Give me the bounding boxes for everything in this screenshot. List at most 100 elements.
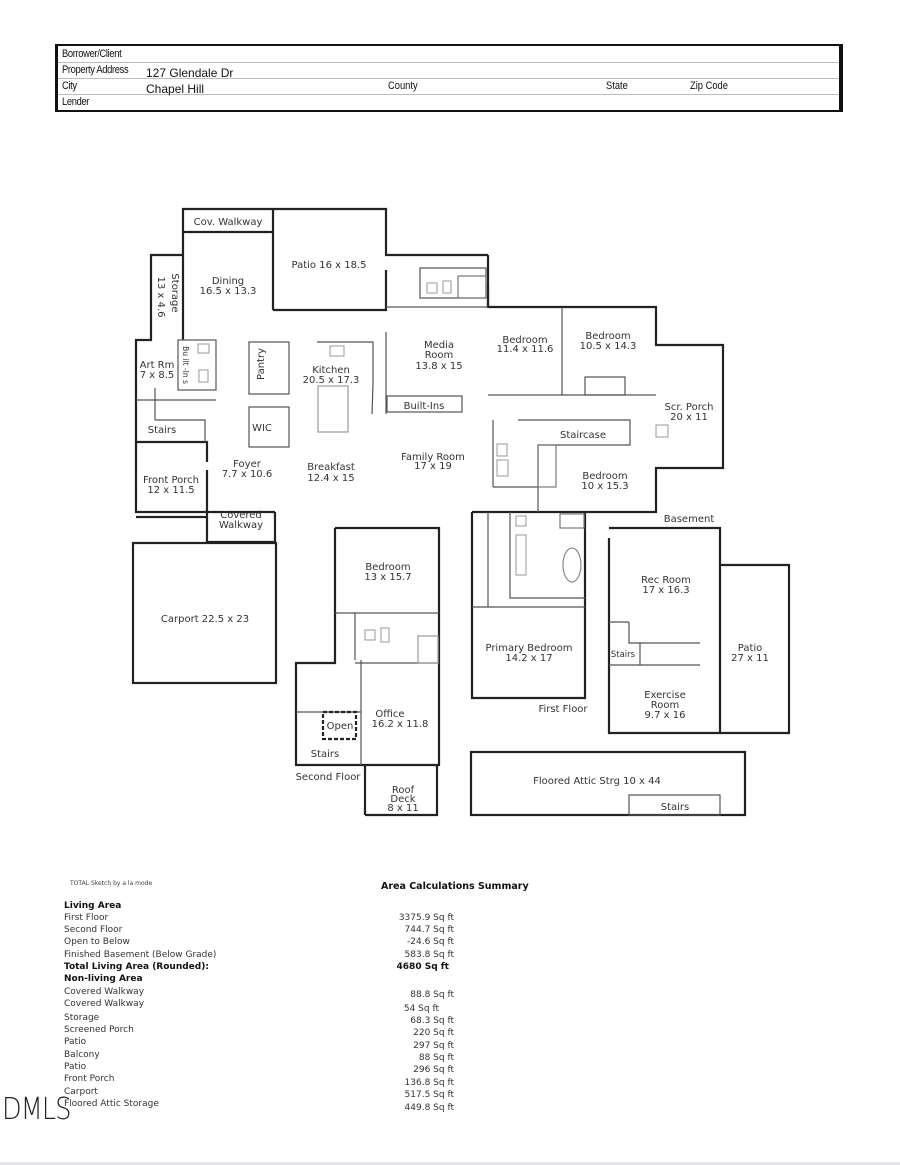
svg-text:12 x 11.5: 12 x 11.5 <box>147 485 194 496</box>
summary-row: Patio 297 Sq ft <box>64 1037 454 1051</box>
toilet-icon <box>380 627 390 643</box>
toilet-icon <box>198 369 209 383</box>
svg-text:Stairs: Stairs <box>311 749 340 760</box>
svg-text:12.4 x 15: 12.4 x 15 <box>307 473 354 484</box>
svg-text:Built-Ins: Built-Ins <box>404 401 445 412</box>
svg-text:Office: Office <box>375 709 404 720</box>
svg-text:WIC: WIC <box>252 423 272 434</box>
summary-row: First Floor 3375.9 Sq ft <box>64 913 454 923</box>
sink-icon <box>496 459 509 477</box>
svg-text:Exercise: Exercise <box>644 690 686 701</box>
kitchen-sink-icon <box>329 345 345 357</box>
svg-text:Media: Media <box>424 340 454 351</box>
svg-text:Breakfast: Breakfast <box>307 462 355 473</box>
svg-text:Storage: Storage <box>169 273 180 312</box>
zip-label: Zip Code <box>690 80 728 92</box>
svg-text:8 x 11: 8 x 11 <box>387 803 418 814</box>
svg-text:11.4 x 11.6: 11.4 x 11.6 <box>497 344 554 355</box>
svg-text:Rec Room: Rec Room <box>641 575 691 586</box>
borrower-label: Borrower/Client <box>62 48 122 60</box>
sink-icon <box>197 343 210 354</box>
svg-text:16.5 x 13.3: 16.5 x 13.3 <box>200 286 257 297</box>
city-value: Chapel Hill <box>146 82 205 96</box>
non-living-area-heading: Non-living Area <box>64 974 143 984</box>
summary-row: Front Porch 136.8 Sq ft <box>64 1074 454 1088</box>
toilet-icon <box>496 443 508 457</box>
svg-text:14.2 x 17: 14.2 x 17 <box>505 653 552 664</box>
svg-text:27 x 11: 27 x 11 <box>731 653 769 664</box>
city-row: City Chapel Hill County State Zip Code <box>58 78 839 96</box>
sketch-credit: TOTAL Sketch by a la mode <box>70 880 153 887</box>
svg-text:Bedroom: Bedroom <box>582 471 627 482</box>
svg-text:Cov. Walkway: Cov. Walkway <box>194 217 263 228</box>
svg-text:Bedroom: Bedroom <box>585 331 630 342</box>
svg-text:13 x 4.6: 13 x 4.6 <box>155 277 166 318</box>
svg-text:Bedroom: Bedroom <box>502 335 547 346</box>
page-bottom-edge <box>0 1162 900 1165</box>
sink-icon <box>655 424 669 438</box>
svg-text:17 x 19: 17 x 19 <box>414 461 452 472</box>
svg-text:Patio 16 x 18.5: Patio 16 x 18.5 <box>292 260 367 271</box>
county-label: County <box>388 80 418 92</box>
svg-text:Kitchen: Kitchen <box>312 365 350 376</box>
total-living-area-row: Total Living Area (Rounded): 4680 Sq ft <box>64 962 449 972</box>
living-area-heading: Living Area <box>64 901 122 911</box>
summary-row: Carport 517.5 Sq ft <box>64 1087 454 1100</box>
svg-text:Deck: Deck <box>390 794 415 805</box>
svg-text:First Floor: First Floor <box>538 704 588 715</box>
interior-walls <box>136 267 721 816</box>
svg-text:Scr. Porch: Scr. Porch <box>665 402 714 413</box>
lender-label: Lender <box>62 96 90 108</box>
toilet-icon <box>442 280 452 294</box>
svg-text:Stairs: Stairs <box>661 802 690 813</box>
sink-icon <box>364 629 376 641</box>
summary-row: Patio 296 Sq ft <box>64 1062 454 1075</box>
svg-text:Family Room: Family Room <box>401 452 465 463</box>
summary-row: Open to Below -24.6 Sq ft <box>64 937 454 947</box>
svg-text:Stairs: Stairs <box>611 650 636 660</box>
svg-text:Basement: Basement <box>664 514 715 525</box>
svg-text:Pantry: Pantry <box>256 348 267 380</box>
summary-row: Covered Walkway 54 Sq ft <box>64 999 439 1014</box>
summary-row: Second Floor 744.7 Sq ft <box>64 925 454 935</box>
summary-row: Finished Basement (Below Grade) 583.8 Sq… <box>64 950 454 960</box>
svg-text:Stairs: Stairs <box>148 425 177 436</box>
svg-text:Carport 22.5 x 23: Carport 22.5 x 23 <box>161 614 249 625</box>
double-sink-icon <box>515 534 527 576</box>
state-label: State <box>606 80 628 92</box>
summary-row: Balcony 88 Sq ft <box>64 1050 454 1063</box>
svg-text:9.7 x 16: 9.7 x 16 <box>645 710 686 721</box>
svg-text:Primary Bedroom: Primary Bedroom <box>485 643 572 654</box>
svg-text:Roof: Roof <box>392 785 415 796</box>
svg-text:10 x 15.3: 10 x 15.3 <box>581 481 628 492</box>
svg-text:Covered: Covered <box>220 510 262 521</box>
svg-text:Art Rm: Art Rm <box>140 360 175 371</box>
toilet-icon <box>515 515 527 527</box>
borrower-row: Borrower/Client <box>58 46 839 63</box>
summary-title: Area Calculations Summary <box>381 881 529 892</box>
svg-text:Bedroom: Bedroom <box>365 562 410 573</box>
address-value: 127 Glendale Dr <box>146 66 234 80</box>
summary-row: Covered Walkway 88.8 Sq ft <box>64 987 454 1000</box>
address-row: Property Address 127 Glendale Dr <box>58 62 839 80</box>
svg-text:13.8 x 15: 13.8 x 15 <box>415 361 462 372</box>
svg-text:17 x 16.3: 17 x 16.3 <box>642 585 689 596</box>
svg-text:Staircase: Staircase <box>560 430 606 441</box>
summary-row: Floored Attic Storage 449.8 Sq ft <box>64 1099 454 1113</box>
svg-text:10.5 x 14.3: 10.5 x 14.3 <box>580 341 637 352</box>
floor-plan-sketch: Cov. Walkway Patio 16 x 18.5 Dining 16.5… <box>131 207 791 817</box>
svg-text:7.7 x 10.6: 7.7 x 10.6 <box>222 469 272 480</box>
svg-text:7 x 8.5: 7 x 8.5 <box>140 370 175 381</box>
svg-text:Foyer: Foyer <box>233 459 262 470</box>
summary-row: Screened Porch 220 Sq ft <box>64 1025 454 1038</box>
property-header-form: Borrower/Client Property Address 127 Gle… <box>55 44 843 112</box>
room-labels: Cov. Walkway Patio 16 x 18.5 Dining 16.5… <box>140 217 769 814</box>
fixture-icons <box>197 280 669 643</box>
svg-text:Open: Open <box>327 721 354 732</box>
svg-text:16.2 x 11.8: 16.2 x 11.8 <box>372 719 429 730</box>
summary-row: Storage 68.3 Sq ft <box>64 1013 454 1026</box>
address-label: Property Address <box>62 64 129 76</box>
svg-text:20.5 x 17.3: 20.5 x 17.3 <box>303 375 360 386</box>
lender-row: Lender <box>58 94 839 110</box>
dmls-watermark-logo: DMLS <box>2 1092 71 1127</box>
